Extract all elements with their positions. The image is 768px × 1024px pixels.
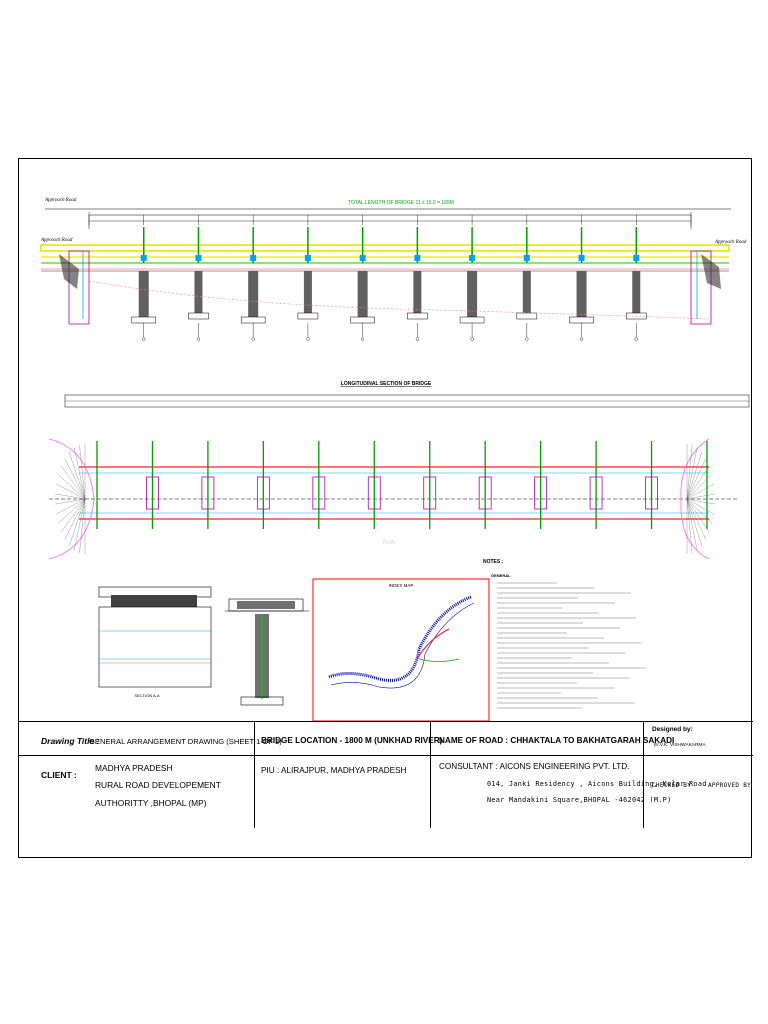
pier bbox=[240, 227, 266, 341]
plan-pier bbox=[367, 441, 381, 529]
plan-view bbox=[48, 438, 739, 560]
approach-road-left: Approach Road bbox=[40, 238, 73, 243]
designed-by-cell: Designed by: Er.V.K. VISHWAKARMA bbox=[644, 722, 753, 756]
approach-road-top-label: Approach Road bbox=[44, 198, 77, 203]
index-map-title: INDEX MAP bbox=[389, 583, 414, 588]
plan-pier bbox=[589, 441, 603, 529]
designed-by-value: Er.V.K. VISHWAKARMA bbox=[654, 743, 706, 748]
left-abutment bbox=[59, 250, 90, 325]
title-block: Drawing Title : GENERAL ARRANGEMENT DRAW… bbox=[19, 721, 753, 859]
notes-block: NOTES : GENERAL bbox=[483, 559, 646, 709]
right-abutment bbox=[690, 250, 721, 325]
cross-section-detail: SECTION A-A bbox=[98, 586, 212, 698]
plan-pier bbox=[256, 441, 270, 529]
pier bbox=[569, 227, 594, 341]
piu-value: PIU : ALIRAJPUR, MADHYA PRADESH bbox=[261, 766, 407, 775]
name-of-road: NAME OF ROAD : CHHAKTALA TO BAKHATGARAH … bbox=[439, 736, 675, 745]
client-line1: MADHYA PRADESH bbox=[95, 763, 173, 773]
client-label: CLIENT : bbox=[41, 770, 77, 780]
plan-pier bbox=[534, 441, 548, 529]
section-aa-label: SECTION A-A bbox=[134, 693, 160, 698]
pier bbox=[407, 227, 428, 341]
pier bbox=[297, 227, 319, 341]
drawing-sheet: TOTAL LENGTH OF BRIDGE 11 x 15.0 = 165M … bbox=[18, 158, 753, 859]
drawing-title-cell: Drawing Title : GENERAL ARRANGEMENT DRAW… bbox=[19, 722, 282, 756]
bridge-location-cell: BRIDGE LOCATION - 1800 M (UNKHAD RIVER) bbox=[255, 722, 442, 756]
consultant-addr2: Near Mandakini Square,BHOPAL -462042 (M.… bbox=[487, 796, 672, 804]
notes-general: GENERAL bbox=[491, 573, 511, 578]
plan-pier bbox=[423, 441, 437, 529]
plan-pier bbox=[201, 441, 215, 529]
bridge-location: BRIDGE LOCATION - 1800 M (UNKHAD RIVER) bbox=[261, 736, 443, 745]
consultant-cell: CONSULTANT : AICONS ENGINEERING PVT. LTD… bbox=[431, 756, 706, 828]
consultant-addr1: 014, Janki Residency , Aicons Building, … bbox=[487, 780, 707, 788]
plan-pier bbox=[146, 441, 159, 529]
index-map: INDEX MAP bbox=[312, 578, 490, 722]
plan-pier bbox=[478, 441, 492, 529]
checked-approved-cell: CHECKED BY APPROVED BY bbox=[644, 756, 753, 820]
pier bbox=[626, 227, 647, 341]
checked-by: CHECKED BY bbox=[652, 782, 692, 789]
road-name-cell: NAME OF ROAD : CHHAKTALA TO BAKHATGARAH … bbox=[431, 722, 674, 756]
client-cell: CLIENT : MADHYA PRADESH RURAL ROAD DEVEL… bbox=[19, 756, 255, 828]
plan-title: PLAN bbox=[382, 540, 395, 546]
designed-by-label: Designed by: bbox=[652, 726, 693, 733]
consultant-name: CONSULTANT : AICONS ENGINEERING PVT. LTD… bbox=[439, 762, 630, 771]
plan-pier bbox=[312, 441, 326, 529]
client-line2: RURAL ROAD DEVELOPEMENT bbox=[95, 780, 221, 790]
pier bbox=[131, 227, 156, 341]
pier bbox=[188, 227, 209, 341]
total-length-title: TOTAL LENGTH OF BRIDGE 11 x 15.0 = 165M bbox=[348, 200, 454, 206]
plan-pier bbox=[645, 441, 658, 529]
drawing-title-value: GENERAL ARRANGEMENT DRAWING (SHEET 1 OF … bbox=[89, 737, 282, 746]
pier bbox=[459, 227, 485, 341]
drawing-title-label: Drawing Title : bbox=[41, 736, 100, 746]
engineering-drawing: TOTAL LENGTH OF BRIDGE 11 x 15.0 = 165M … bbox=[40, 198, 750, 722]
deck-slab bbox=[40, 244, 730, 252]
piu-cell: PIU : ALIRAJPUR, MADHYA PRADESH bbox=[255, 756, 431, 828]
client-line3: AUTHORITTY ,BHOPAL (MP) bbox=[95, 798, 207, 808]
approved-by: APPROVED BY bbox=[708, 782, 752, 789]
long-section-title: LONGITUDINAL SECTION OF BRIDGE bbox=[341, 381, 432, 387]
notes-heading: NOTES : bbox=[483, 559, 504, 565]
approach-road-right: Approach Road bbox=[714, 240, 747, 245]
pier bbox=[516, 227, 538, 341]
pier bbox=[350, 227, 375, 341]
pier-section-detail bbox=[225, 598, 309, 706]
